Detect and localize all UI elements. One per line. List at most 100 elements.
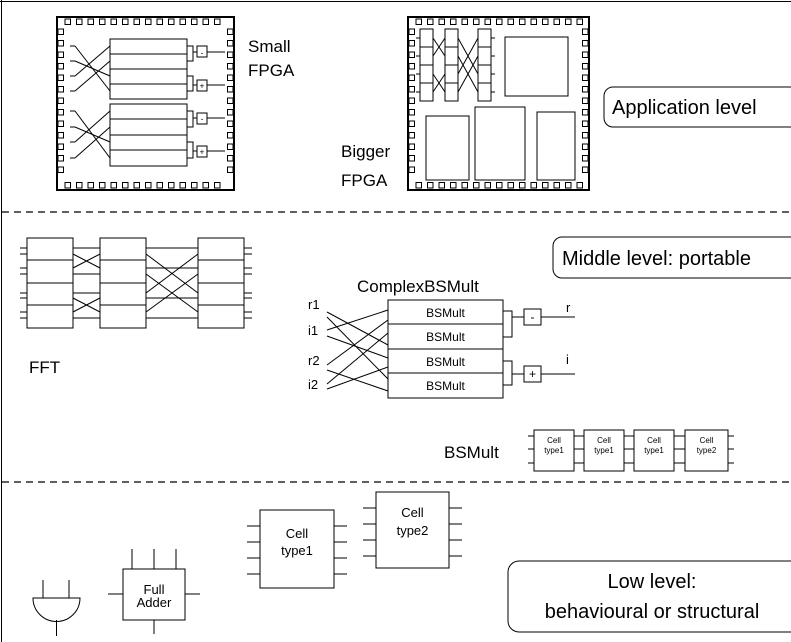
fft-network — [20, 237, 252, 329]
chain-cell-1-line1: Cell — [547, 436, 561, 445]
chip-pad — [582, 166, 589, 173]
cell-type2-line2: type2 — [397, 523, 429, 538]
chip-pad — [57, 109, 64, 116]
chip-pad — [57, 28, 64, 35]
full-adder-line1: Full — [144, 582, 165, 597]
chip-pad — [227, 74, 234, 81]
chip-pad — [461, 182, 468, 189]
chip-pad — [473, 182, 480, 189]
small-fpga-pins — [57, 18, 234, 189]
chip-pad — [202, 182, 209, 189]
chip-pad — [99, 182, 106, 189]
bigger-fpga-chip — [407, 16, 590, 191]
bigger-fpga-fft — [416, 28, 495, 102]
cell-type2-large — [363, 491, 462, 569]
chip-pad — [227, 120, 234, 127]
cell-type1-line2: type1 — [281, 543, 313, 558]
chip-pad — [553, 182, 560, 189]
chip-pad — [408, 120, 415, 127]
chip-pad — [582, 63, 589, 70]
chip-pad — [519, 182, 526, 189]
output-i: i — [566, 352, 569, 367]
cell-type1-large — [247, 509, 347, 589]
chip-pad — [408, 40, 415, 47]
chain-cell-2-line2: type1 — [594, 446, 614, 455]
chain-cell-4-line1: Cell — [700, 436, 714, 445]
chip-pad — [582, 120, 589, 127]
chip-pad — [582, 97, 589, 104]
chip-pad — [408, 109, 415, 116]
bsmult-block-2: BSMult — [426, 330, 465, 344]
middle-level-box — [552, 236, 791, 279]
chip-pad — [519, 18, 526, 25]
chip-pad — [553, 18, 560, 25]
chip-pad — [542, 18, 549, 25]
chip-pad — [110, 182, 117, 189]
chip-pad — [582, 28, 589, 35]
full-adder — [108, 549, 200, 634]
chip-pad — [57, 166, 64, 173]
low-level-label-line1: Low level: — [608, 571, 697, 593]
chip-pad — [507, 18, 514, 25]
chip-pad — [110, 18, 117, 25]
small-fpga-plus-2: + — [200, 148, 205, 157]
bsmult-block-3: BSMult — [426, 355, 465, 369]
chip-pad — [156, 182, 163, 189]
chain-cell-1-line2: type1 — [544, 446, 564, 455]
bigger-fpga-block-1 — [504, 36, 569, 97]
chain-cell-3-line2: type1 — [644, 446, 664, 455]
chip-pad — [57, 40, 64, 47]
complex-bsmult: ComplexBSMult BSMult BSMult BSMult BSMul… — [326, 277, 575, 399]
small-fpga-plus-1: + — [200, 82, 205, 91]
low-level-label-line2: behavioural or structural — [545, 601, 760, 623]
chip-pad — [122, 182, 129, 189]
chip-pad — [408, 74, 415, 81]
chip-pad — [57, 132, 64, 139]
chip-pad — [582, 40, 589, 47]
chip-pad — [179, 182, 186, 189]
chip-pad — [450, 18, 457, 25]
chip-pad — [227, 40, 234, 47]
subtract-sign: - — [531, 310, 535, 324]
chip-pad — [415, 182, 422, 189]
chip-pad — [227, 166, 234, 173]
chip-pad — [122, 18, 129, 25]
chip-pad — [582, 109, 589, 116]
chip-pad — [227, 51, 234, 58]
chain-cell-2-line1: Cell — [597, 436, 611, 445]
application-level-label: Application level — [612, 97, 757, 119]
chip-pad — [227, 63, 234, 70]
chip-pad — [214, 18, 221, 25]
chip-pad — [408, 155, 415, 162]
chip-pad — [582, 132, 589, 139]
low-level-box — [507, 560, 791, 633]
chip-pad — [565, 182, 572, 189]
chip-pad — [496, 18, 503, 25]
chip-pad — [530, 18, 537, 25]
middle-level-label: Middle level: portable — [562, 248, 751, 270]
chip-pad — [542, 182, 549, 189]
bigger-fpga — [407, 16, 590, 191]
cell-type2-line1: Cell — [401, 505, 424, 520]
small-fpga-label-line1: Small — [248, 37, 291, 56]
add-sign: + — [529, 367, 536, 381]
chip-pad — [507, 182, 514, 189]
small-fpga-minus-1: - — [201, 49, 204, 58]
chip-pad — [64, 182, 71, 189]
chip-pad — [57, 86, 64, 93]
chip-pad — [227, 109, 234, 116]
chip-pad — [133, 182, 140, 189]
chip-pad — [133, 18, 140, 25]
chip-pad — [214, 182, 221, 189]
chip-pad — [530, 182, 537, 189]
and-gate-icon — [32, 580, 81, 636]
chip-pad — [582, 51, 589, 58]
small-fpga-label-line2: FPGA — [248, 61, 295, 80]
chip-pad — [496, 182, 503, 189]
chip-pad — [427, 18, 434, 25]
chip-pad — [191, 18, 198, 25]
chip-pad — [408, 97, 415, 104]
chip-pad — [408, 51, 415, 58]
bsmult-block-4: BSMult — [426, 379, 465, 393]
chip-pad — [576, 182, 583, 189]
